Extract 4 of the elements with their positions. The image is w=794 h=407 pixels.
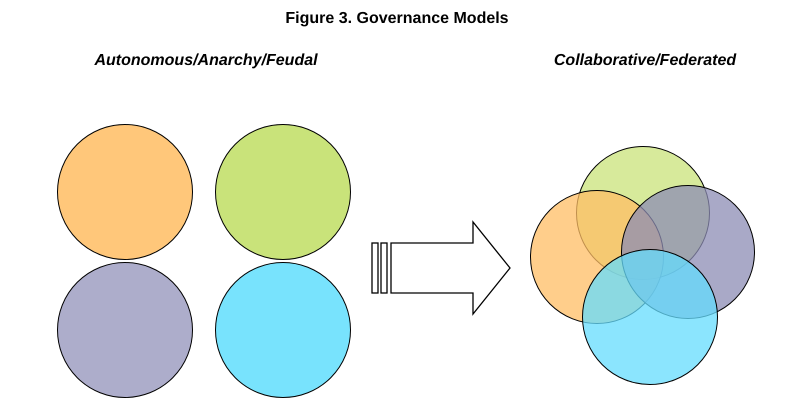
group-heading: Collaborative/Federated xyxy=(552,52,738,70)
group-heading: Autonomous/Anarchy/Feudal xyxy=(93,52,319,70)
block-arrow xyxy=(371,220,511,316)
figure-title: Figure 3. Governance Models xyxy=(284,10,510,28)
